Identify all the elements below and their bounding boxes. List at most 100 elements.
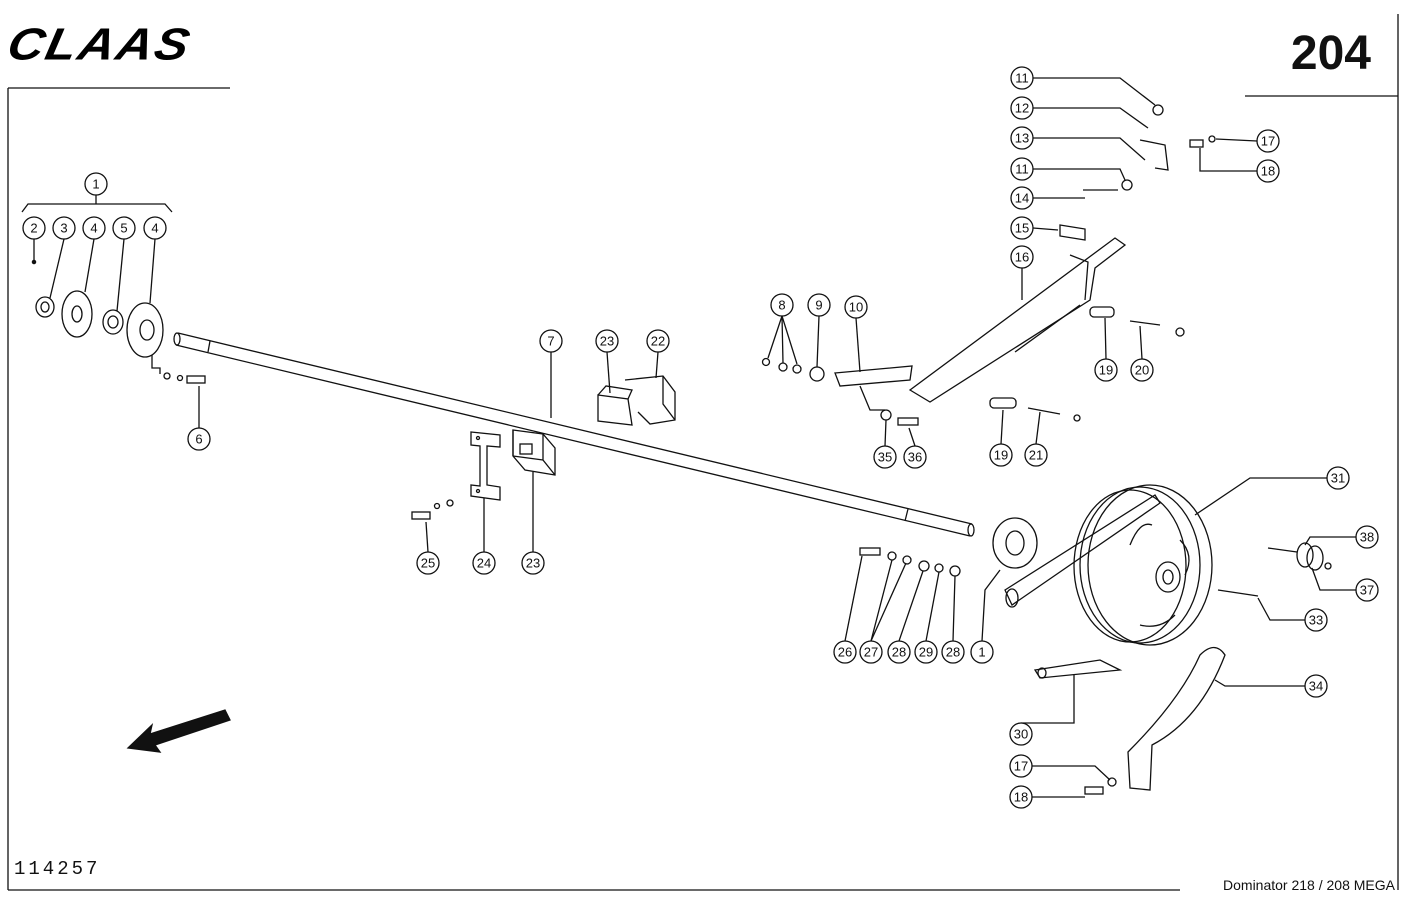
callout-label: 30 xyxy=(1014,727,1028,742)
callout-27: 27 xyxy=(859,640,883,664)
callout-14: 14 xyxy=(1010,186,1034,210)
leader-line xyxy=(1000,409,1004,445)
leader-line xyxy=(1033,168,1126,181)
callout-13: 13 xyxy=(1010,126,1034,150)
leader-line xyxy=(1032,765,1111,781)
callout-circle xyxy=(1010,96,1034,120)
callout-label: 22 xyxy=(651,334,665,349)
leader-line xyxy=(84,238,95,293)
leader-line xyxy=(781,315,784,364)
callout-circle xyxy=(1009,785,1033,809)
left-bearing-assembly xyxy=(31,259,206,384)
callout-label: 18 xyxy=(1014,790,1028,805)
callout-20: 20 xyxy=(1130,358,1154,382)
callout-29: 29 xyxy=(914,640,938,664)
leader-line xyxy=(767,315,783,359)
leader-line xyxy=(1311,567,1356,591)
callout-circle xyxy=(1256,159,1280,183)
callout-33: 33 xyxy=(1304,608,1328,632)
callout-label: 8 xyxy=(778,298,785,313)
callout-circle xyxy=(22,216,46,240)
callout-3: 3 xyxy=(52,216,76,240)
callout-28: 28 xyxy=(887,640,911,664)
model-name: Dominator 218 / 208 MEGA xyxy=(1223,877,1395,893)
leader-line xyxy=(844,555,863,642)
callout-19: 19 xyxy=(1094,358,1118,382)
callout-22: 22 xyxy=(646,329,670,353)
callout-11: 11 xyxy=(1010,66,1034,90)
leader-line xyxy=(606,351,611,394)
leader-line xyxy=(21,203,173,213)
callout-circle xyxy=(1326,466,1350,490)
callout-label: 33 xyxy=(1309,613,1323,628)
callout-34: 34 xyxy=(1304,674,1328,698)
callout-circle xyxy=(84,172,108,196)
callout-label: 25 xyxy=(421,556,435,571)
callout-18: 18 xyxy=(1009,785,1033,809)
callout-label: 9 xyxy=(815,298,822,313)
callout-label: 17 xyxy=(1014,759,1028,774)
callout-17: 17 xyxy=(1256,129,1280,153)
leader-line xyxy=(1139,325,1143,360)
bearing-blocks xyxy=(411,375,676,520)
callout-circle xyxy=(112,216,136,240)
callout-label: 3 xyxy=(60,221,67,236)
callout-label: 1 xyxy=(978,645,985,660)
callout-circle xyxy=(416,551,440,575)
callout-circle xyxy=(989,443,1013,467)
callout-circle xyxy=(887,640,911,664)
callout-circle xyxy=(1256,129,1280,153)
callout-4: 4 xyxy=(143,216,167,240)
callout-label: 29 xyxy=(919,645,933,660)
leader-line xyxy=(425,521,429,553)
callout-label: 14 xyxy=(1015,191,1029,206)
leader-line xyxy=(781,315,798,365)
callout-18: 18 xyxy=(1256,159,1280,183)
callout-label: 28 xyxy=(892,645,906,660)
leader-line xyxy=(981,569,1001,642)
callout-label: 26 xyxy=(838,645,852,660)
callout-9: 9 xyxy=(807,293,831,317)
leader-line xyxy=(908,427,916,447)
callout-24: 24 xyxy=(472,551,496,575)
callout-circle xyxy=(1304,608,1328,632)
callout-circle xyxy=(1010,66,1034,90)
callout-10: 10 xyxy=(844,295,868,319)
callout-8: 8 xyxy=(770,293,794,317)
callout-label: 20 xyxy=(1135,363,1149,378)
callout-label: 15 xyxy=(1015,221,1029,236)
callout-label: 35 xyxy=(878,450,892,465)
callout-17: 17 xyxy=(1009,754,1033,778)
callout-label: 37 xyxy=(1360,583,1374,598)
direction-arrow xyxy=(126,709,231,753)
callout-37: 37 xyxy=(1355,578,1379,602)
callout-circle xyxy=(1010,245,1034,269)
callout-35: 35 xyxy=(873,445,897,469)
callout-16: 16 xyxy=(1010,245,1034,269)
leader-line xyxy=(116,238,125,312)
leader-line xyxy=(816,315,820,368)
callout-23: 23 xyxy=(521,551,545,575)
callout-circle xyxy=(1024,443,1048,467)
callout-circle xyxy=(903,445,927,469)
callout-circle xyxy=(646,329,670,353)
callout-label: 13 xyxy=(1015,131,1029,146)
callout-23: 23 xyxy=(595,329,619,353)
callout-circle xyxy=(1009,722,1033,746)
upper-frame xyxy=(761,104,1216,426)
leader-line xyxy=(1214,679,1305,687)
callout-circle xyxy=(807,293,831,317)
callout-circle xyxy=(941,640,965,664)
callout-circle xyxy=(521,551,545,575)
callout-28: 28 xyxy=(941,640,965,664)
callout-label: 34 xyxy=(1309,679,1323,694)
leader-line xyxy=(870,562,907,642)
leader-line xyxy=(859,385,885,411)
callout-circle xyxy=(1355,578,1379,602)
callout-21: 21 xyxy=(1024,443,1048,467)
drawing-number: 114257 xyxy=(14,858,101,880)
callout-circle xyxy=(82,216,106,240)
